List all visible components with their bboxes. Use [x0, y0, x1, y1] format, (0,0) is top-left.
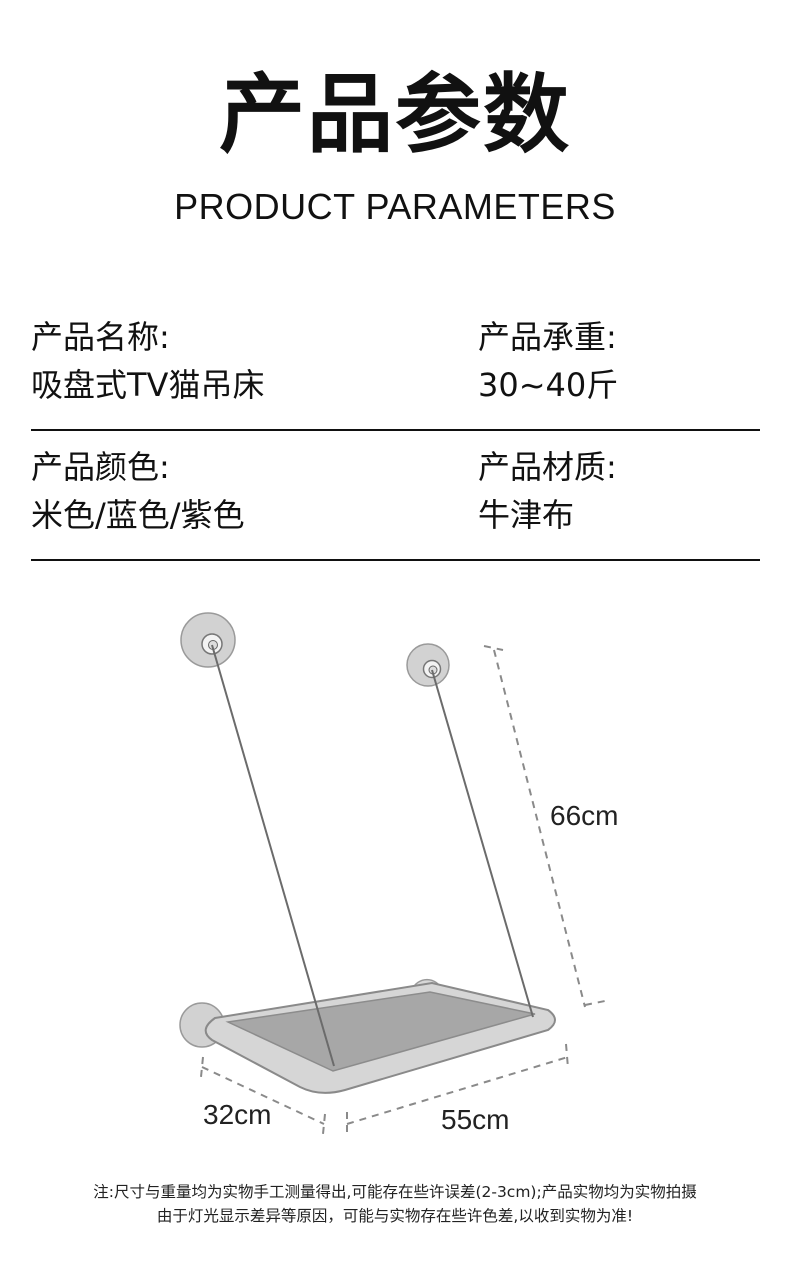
param-load: 产品承重: 30~40斤 [478, 316, 618, 406]
height-dimension-line [483, 645, 611, 1008]
param-color: 产品颜色: 米色/蓝色/紫色 [31, 446, 245, 536]
depth-dimension-label: 32cm [203, 1099, 272, 1130]
cable-right [431, 669, 534, 1018]
divider-bottom [31, 559, 760, 561]
height-dimension-label: 66cm [550, 800, 619, 831]
width-dimension-label: 55cm [441, 1104, 510, 1135]
disclaimer-line-2: 由于灯光显示差异等原因，可能与实物存在些许色差,以收到实物为准! [156, 1207, 634, 1225]
suction-cup-left-icon [180, 612, 236, 668]
suction-cup-right-icon [406, 643, 450, 687]
param-name-label: 产品名称: [31, 318, 170, 356]
param-name: 产品名称: 吸盘式TV猫吊床 [31, 316, 264, 406]
param-load-label: 产品承重: [478, 318, 617, 356]
param-material-label: 产品材质: [478, 448, 617, 486]
page-subtitle: PRODUCT PARAMETERS [174, 186, 616, 227]
disclaimer-note: 注:尺寸与重量均为实物手工测量得出,可能存在些许误差(2-3cm);产品实物均为… [0, 1180, 790, 1228]
width-dimension-line [346, 1043, 569, 1136]
hammock-illustration [179, 612, 611, 1136]
param-name-value: 吸盘式TV猫吊床 [31, 366, 265, 404]
divider-top [31, 429, 760, 431]
param-material-value: 牛津布 [478, 496, 575, 534]
param-load-value: 30~40斤 [478, 366, 619, 404]
page-title: 产品参数 [219, 65, 571, 165]
cable-left [211, 644, 335, 1067]
product-diagram [150, 585, 650, 1145]
param-color-label: 产品颜色: [31, 448, 170, 486]
hammock-fabric [225, 991, 536, 1072]
param-color-value: 米色/蓝色/紫色 [31, 496, 245, 534]
disclaimer-line-1: 注:尺寸与重量均为实物手工测量得出,可能存在些许误差(2-3cm);产品实物均为… [93, 1183, 697, 1201]
param-material: 产品材质: 牛津布 [478, 446, 617, 536]
depth-dimension-line [200, 1056, 326, 1135]
